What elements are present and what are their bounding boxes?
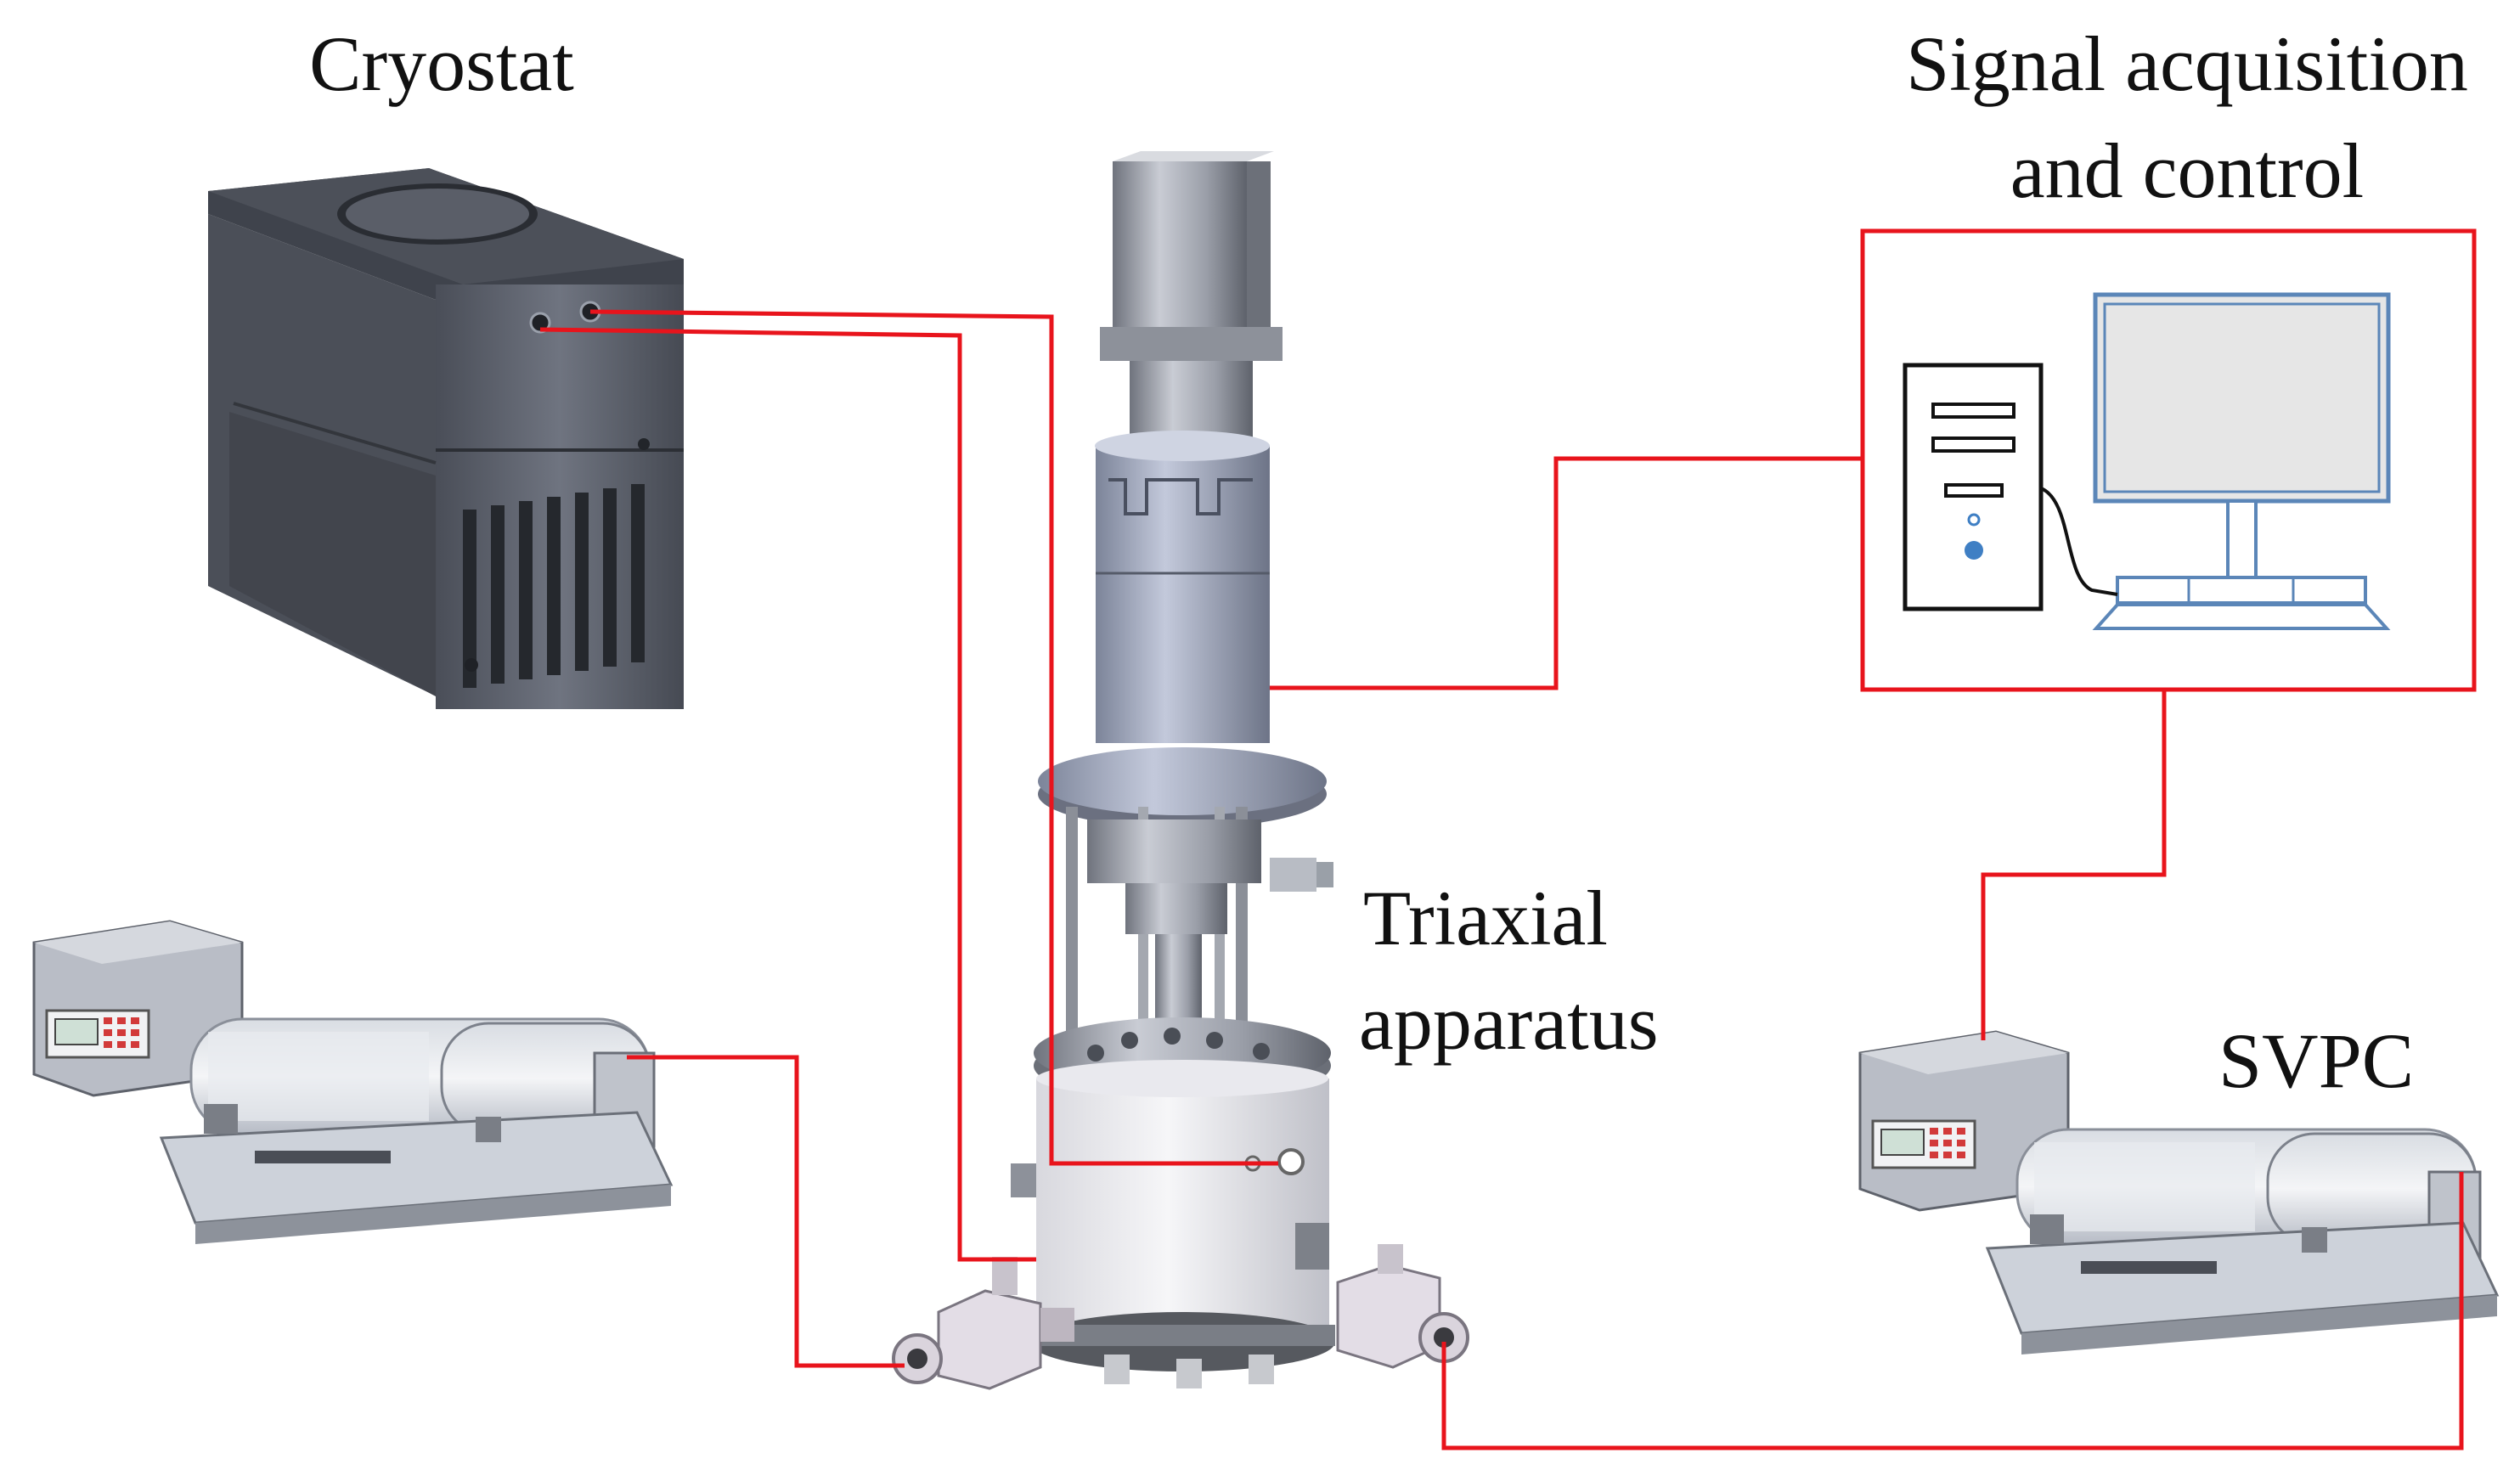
svpc-pump-right	[1858, 1030, 2500, 1355]
label-cryostat: Cryostat	[309, 20, 574, 107]
wire-triaxial-to-computer	[1270, 456, 1863, 690]
svpc-pump-left	[32, 920, 674, 1244]
label-signal-acquisition-line1: Signal acquisition	[1906, 20, 2468, 107]
label-triaxial-line1: Triaxial	[1363, 875, 1608, 961]
wire-left-svpc-to-valve	[627, 1055, 905, 1368]
wire-cryostat-to-chamber-bottom	[539, 327, 1036, 1262]
signal-acquisition-box	[1860, 228, 2477, 692]
cryostat-unit	[208, 168, 684, 709]
wire-valve-to-right-svpc	[1441, 1172, 2464, 1450]
label-svpc: SVPC	[2218, 1017, 2414, 1104]
label-signal-acquisition-line2: and control	[2010, 127, 2364, 214]
monitor-icon	[2093, 292, 2391, 504]
label-triaxial-line2: apparatus	[1359, 979, 1659, 1066]
wire-cryostat-to-chamber-top	[589, 309, 1278, 1166]
connection-wires	[539, 309, 2464, 1450]
triaxial-apparatus	[892, 151, 1469, 1390]
wire-computer-to-svpc	[1981, 690, 2167, 1040]
